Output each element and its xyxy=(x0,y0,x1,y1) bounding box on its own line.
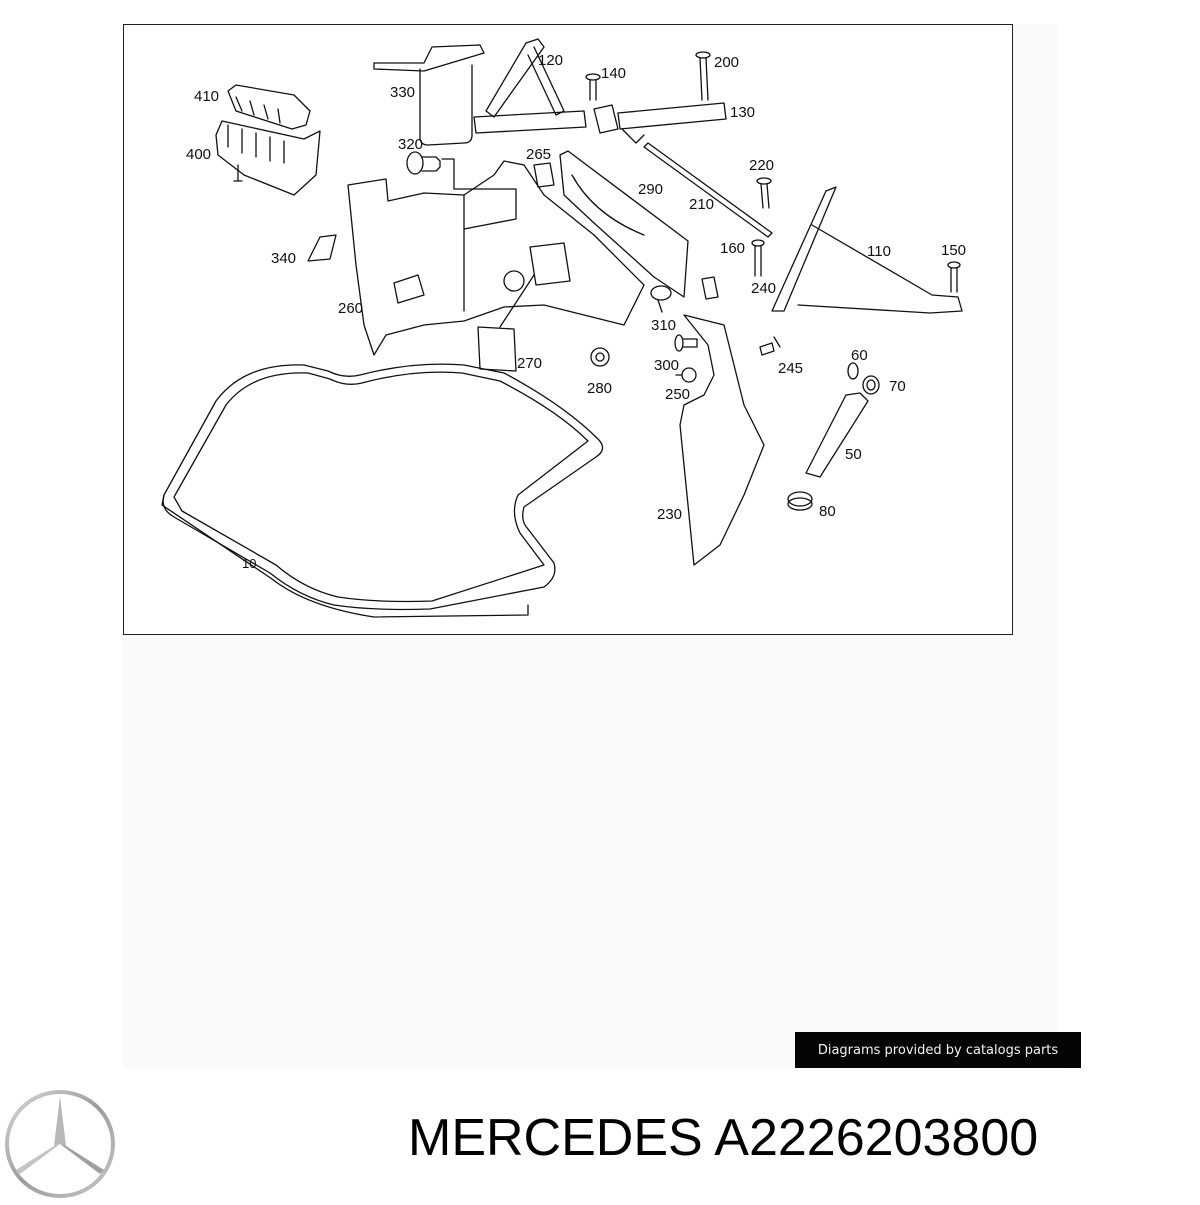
clip-housing-400-icon xyxy=(215,120,321,196)
panel-290-icon xyxy=(559,150,689,298)
callout-300[interactable]: 300 xyxy=(654,357,680,374)
fastener-310-icon xyxy=(650,285,672,313)
plate-270-icon xyxy=(477,274,535,372)
callout-200[interactable]: 200 xyxy=(714,54,740,71)
callout-260[interactable]: 260 xyxy=(338,300,364,317)
bolt-220-icon xyxy=(756,177,772,209)
pin-320-icon xyxy=(406,151,517,230)
callout-130[interactable]: 130 xyxy=(730,104,756,121)
callout-245[interactable]: 245 xyxy=(778,360,804,377)
fastener-250-icon xyxy=(675,367,697,383)
strut-50-icon xyxy=(805,392,869,478)
callout-410[interactable]: 410 xyxy=(194,88,220,105)
clip-240-icon xyxy=(701,276,719,300)
bolt-140-icon xyxy=(585,73,601,101)
washer-70-icon xyxy=(862,375,880,395)
bolt-200-icon xyxy=(695,51,711,101)
callout-220[interactable]: 220 xyxy=(749,157,775,174)
grommet-80-icon xyxy=(787,491,813,511)
rod-210-icon xyxy=(643,142,773,238)
liner-260-icon xyxy=(347,160,645,356)
washer-60-icon xyxy=(847,362,859,380)
plate-330-icon xyxy=(373,44,485,146)
watermark-text: Diagrams provided by catalogs parts xyxy=(817,1042,1059,1058)
callout-265[interactable]: 265 xyxy=(526,146,552,163)
callout-320[interactable]: 320 xyxy=(398,136,424,153)
callout-80[interactable]: 80 xyxy=(819,503,836,520)
brace-120-icon xyxy=(473,38,587,134)
rail-130-icon xyxy=(593,102,727,144)
callout-140[interactable]: 140 xyxy=(601,65,627,82)
watermark-banner: Diagrams provided by catalogs parts xyxy=(795,1032,1081,1068)
callout-150[interactable]: 150 xyxy=(941,242,967,259)
callout-330[interactable]: 330 xyxy=(390,84,416,101)
brace-110-icon xyxy=(771,186,963,314)
part-title: MERCEDES A2226203800 xyxy=(408,1109,1039,1167)
callout-210[interactable]: 210 xyxy=(689,196,715,213)
callout-250[interactable]: 250 xyxy=(665,386,691,403)
callout-290[interactable]: 290 xyxy=(638,181,664,198)
mercedes-star-icon xyxy=(0,1088,120,1200)
callout-340[interactable]: 340 xyxy=(271,250,297,267)
callout-280[interactable]: 280 xyxy=(587,380,613,397)
cap-340-icon xyxy=(307,234,337,262)
liner-230-icon xyxy=(679,314,765,566)
callout-110[interactable]: 110 xyxy=(867,243,891,260)
callout-270[interactable]: 270 xyxy=(517,355,543,372)
callout-240[interactable]: 240 xyxy=(751,280,777,297)
callout-230[interactable]: 230 xyxy=(657,506,683,523)
callout-70[interactable]: 70 xyxy=(889,378,906,395)
bolt-150-icon xyxy=(947,261,961,293)
callout-10[interactable]: 10 xyxy=(242,556,257,571)
parts-diagram-frame: 410 400 330 320 120 140 200 130 265 290 … xyxy=(123,24,1013,635)
fastener-300-icon xyxy=(674,334,698,352)
clip-housing-410-icon xyxy=(227,84,311,130)
callout-310[interactable]: 310 xyxy=(651,317,677,334)
clip-265-icon xyxy=(533,162,555,188)
nut-280-icon xyxy=(590,347,610,367)
bolt-160-icon xyxy=(751,239,765,277)
callout-50[interactable]: 50 xyxy=(845,446,862,463)
callout-120[interactable]: 120 xyxy=(538,52,564,69)
callout-60[interactable]: 60 xyxy=(851,347,868,364)
boot-seal-10-icon xyxy=(161,363,604,618)
bolt-245-icon xyxy=(759,336,781,356)
callout-400[interactable]: 400 xyxy=(186,146,212,163)
exploded-parts-diagram xyxy=(161,38,963,618)
callout-160[interactable]: 160 xyxy=(720,240,746,257)
